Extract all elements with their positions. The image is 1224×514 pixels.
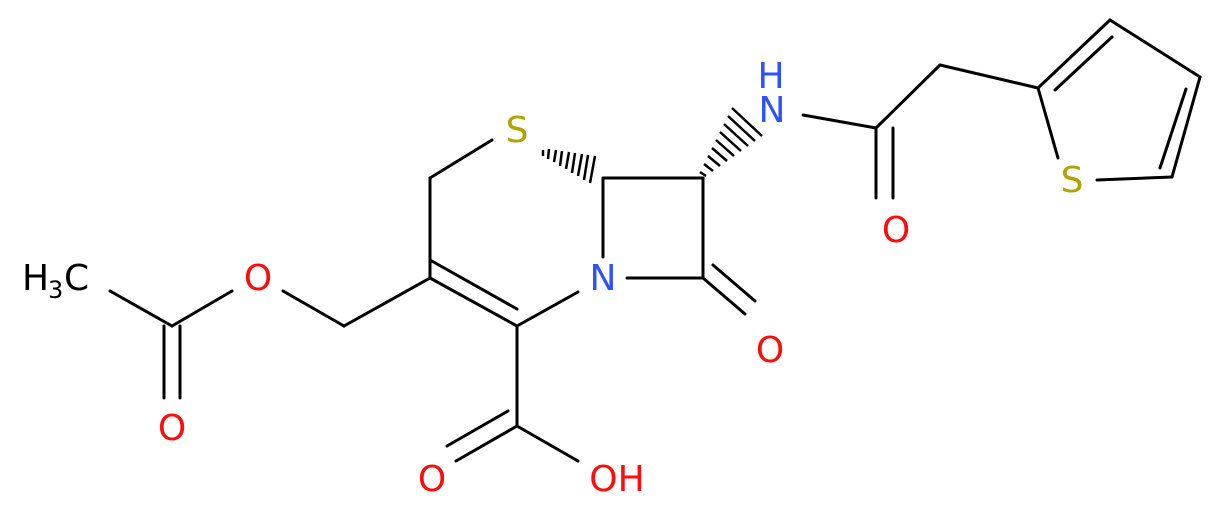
bond-c4-c5-double [1158, 87, 1188, 170]
methyl-label: H 3 C [22, 258, 89, 304]
methyl-h: H [22, 258, 49, 299]
bond-c3-c2-double [428, 258, 519, 311]
bond-c8-o-a [701, 276, 747, 316]
bond-o-c [170, 289, 234, 328]
nitrogen-lactam-label: N [590, 258, 617, 299]
acetoxymethyl-group [108, 276, 432, 400]
hydroxyl-acid-label: OH [589, 459, 644, 500]
sulfur-thiophene-label: S [1061, 160, 1084, 201]
methyl-c: C [64, 258, 89, 299]
bond-c-ch3 [108, 289, 174, 328]
bond-c-ch2 [874, 63, 942, 130]
bond-c3-c4 [1108, 18, 1202, 79]
bond-c-o-b [445, 409, 510, 448]
bond-c4-c5-single [1170, 75, 1202, 179]
bond-c8-o-b [711, 263, 757, 303]
carboxylic-acid-group [445, 324, 580, 463]
bond-s-c2 [1036, 86, 1060, 160]
bond-c-oh [515, 424, 580, 463]
bond-c-o-a [454, 424, 519, 463]
oxygen-amide-label: O [882, 210, 910, 251]
bond-c2-c3-double [1053, 35, 1114, 92]
bond-c5-s [1095, 175, 1174, 182]
sulfur-ring-label: S [506, 110, 529, 151]
thiophene-ring [1036, 18, 1202, 182]
beta-lactam-ring [601, 176, 757, 316]
bond-c2-c3-single [1036, 18, 1112, 90]
oxygen-ester-label: O [244, 258, 272, 299]
bond-ch2-o [281, 289, 346, 328]
oxygen-ester-carbonyl-label: O [158, 408, 186, 449]
bond-c3-ch2 [342, 276, 432, 328]
oxygen-acid-carbonyl-label: O [418, 459, 446, 500]
bond-ch2-thienyl [938, 63, 1040, 90]
methyl-subscript: 3 [48, 276, 63, 304]
bond-nh-c [801, 113, 878, 130]
bond-s-ch2 [428, 138, 494, 180]
dihydrothiazine-ring [428, 138, 605, 328]
hydrogen-amide-label: H [757, 56, 784, 97]
nitrogen-amide-label: N [759, 90, 786, 131]
oxygen-lactam-label: O [756, 330, 784, 371]
hashed-wedge-s-c6 [541, 148, 597, 184]
bond-c2-n [515, 290, 580, 328]
bond-c3-c2-single [428, 276, 519, 328]
hashed-wedge-c7-nh [699, 107, 763, 178]
thienylacetyl-side-chain [801, 63, 1040, 200]
